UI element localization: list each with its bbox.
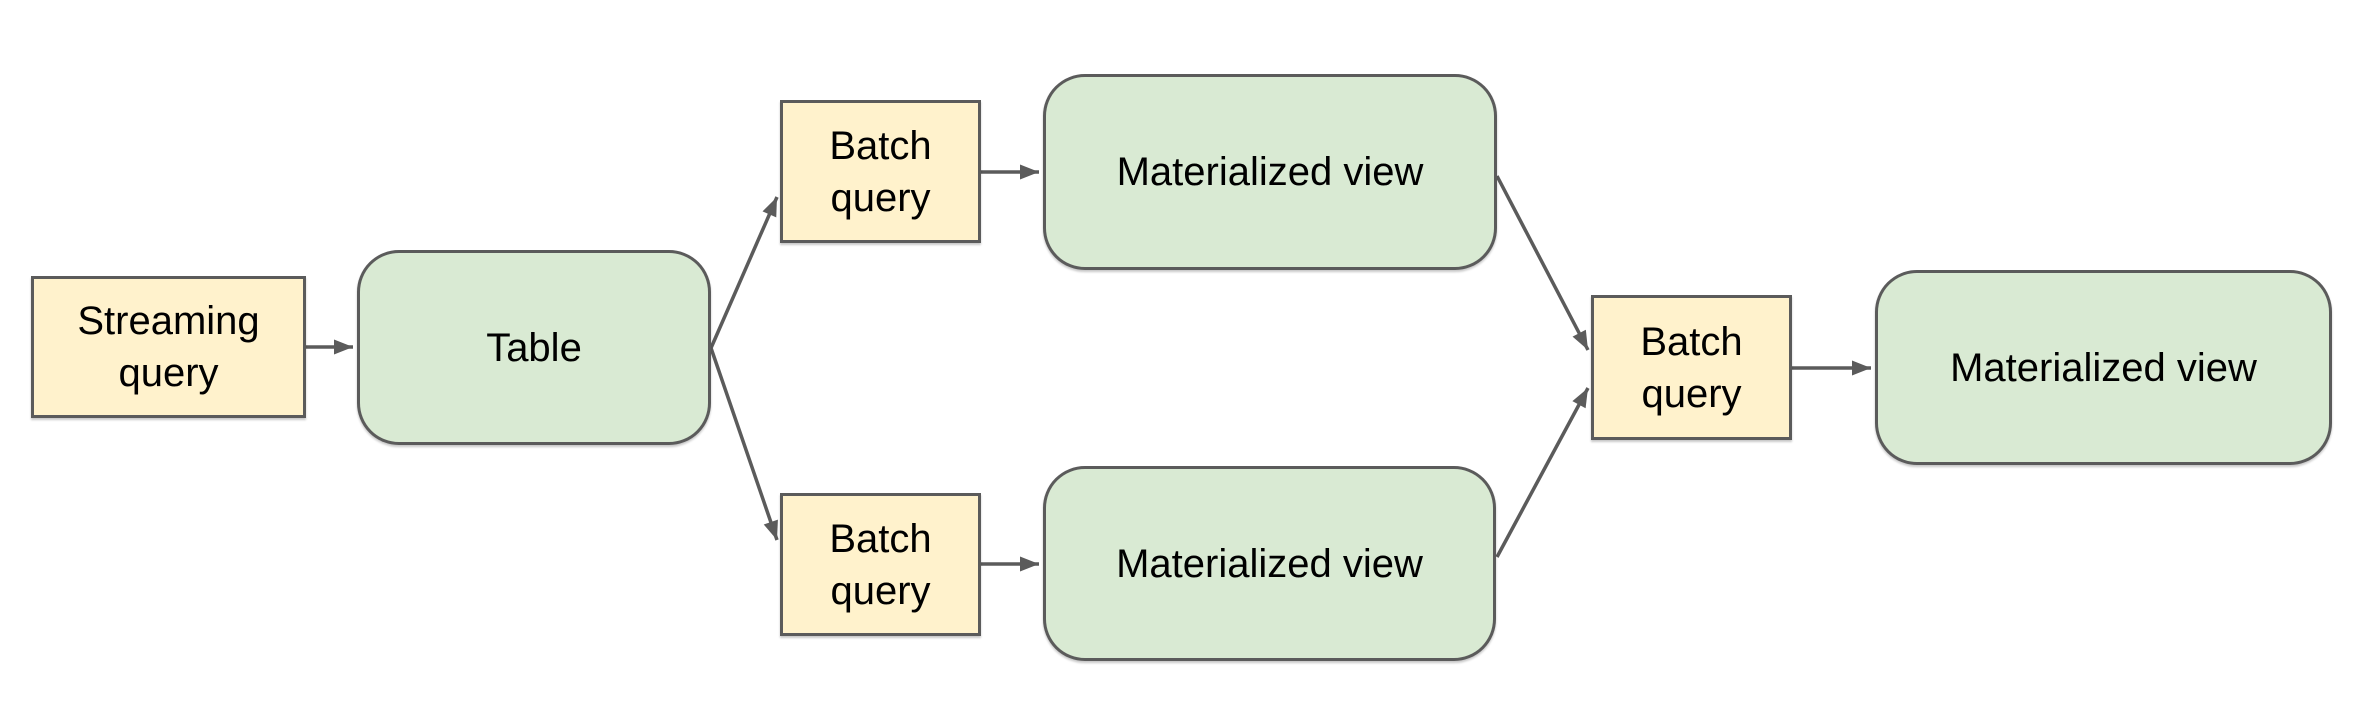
node-batch-query-bottom-label: Batch query (829, 516, 932, 613)
node-batch-query-merge: Batch query (1591, 295, 1792, 440)
node-batch-query-merge-label: Batch query (1640, 319, 1743, 416)
node-materialized-view-bottom: Materialized view (1043, 466, 1496, 661)
node-materialized-view-top: Materialized view (1043, 74, 1497, 270)
edge-materialized-view-bottom-to-batch-query-merge (1495, 387, 1590, 558)
node-streaming-query: Streaming query (31, 276, 306, 418)
node-materialized-view-bottom-label: Materialized view (1116, 541, 1423, 586)
edge-table-to-batch-query-top (709, 196, 779, 349)
node-materialized-view-top-label: Materialized view (1116, 150, 1424, 194)
node-batch-query-top: Batch query (780, 100, 981, 243)
edge-materialized-view-top-to-batch-query-merge (1495, 175, 1590, 351)
node-batch-query-bottom: Batch query (780, 493, 981, 636)
node-table: Table (357, 250, 711, 445)
node-materialized-view-final: Materialized view (1875, 270, 2332, 465)
node-materialized-view-final-label: Materialized view (1950, 345, 2257, 390)
edge-table-to-batch-query-bottom (709, 347, 779, 541)
node-streaming-query-label: Streaming query (77, 299, 260, 395)
node-table-label: Table (486, 325, 582, 370)
node-batch-query-top-label: Batch query (829, 123, 932, 220)
